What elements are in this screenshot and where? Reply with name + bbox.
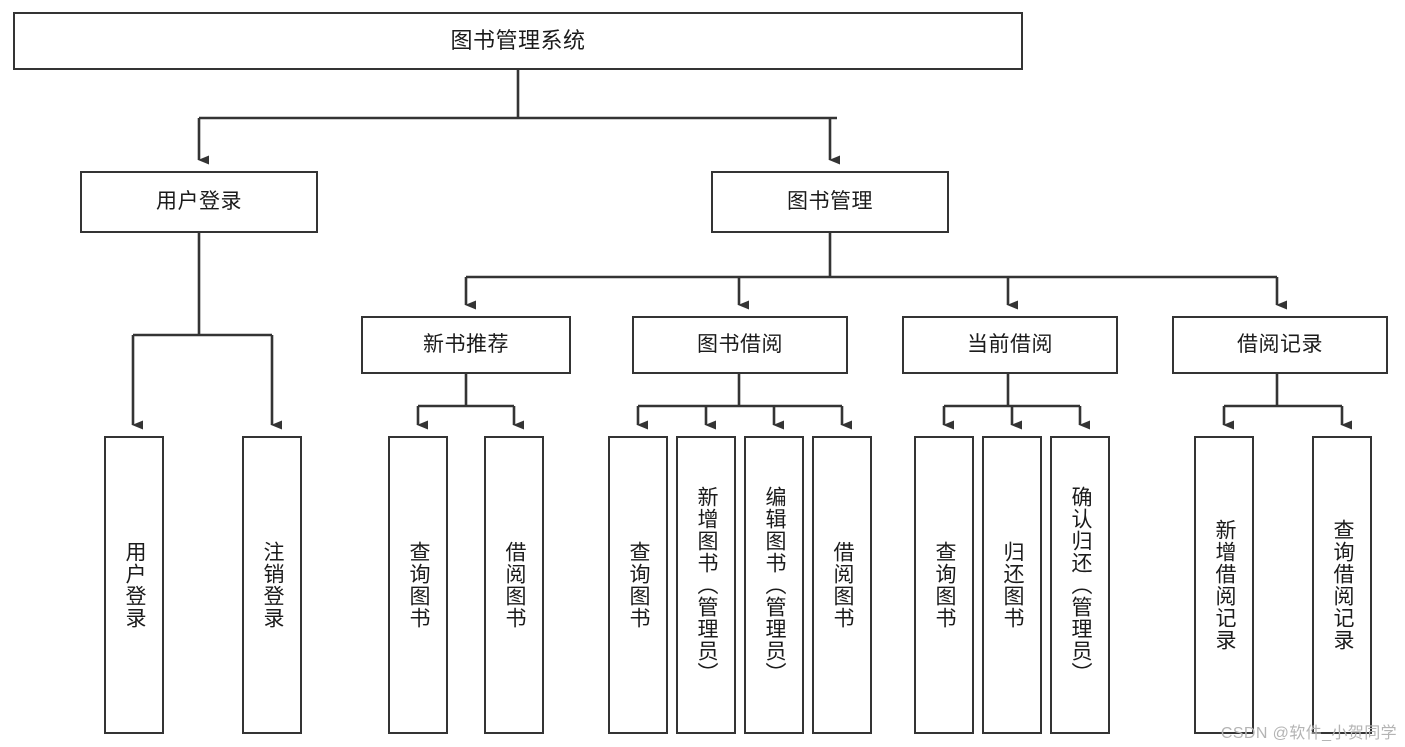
node-book-management[interactable]: 图书管理 — [711, 171, 949, 233]
node-user-login[interactable]: 用户登录 — [80, 171, 318, 233]
node-label: 归还图书 — [1001, 541, 1025, 629]
node-borrow-record[interactable]: 借阅记录 — [1172, 316, 1388, 374]
node-label: 借阅图书 — [831, 541, 855, 629]
leaf-borrow-record-add-record[interactable]: 新增借阅记录 — [1194, 436, 1254, 734]
node-label: 当前借阅 — [967, 332, 1053, 356]
leaf-user-login-login[interactable]: 用户登录 — [104, 436, 164, 734]
leaf-book-borrow-edit-book-admin[interactable]: 编辑图书（管理员） — [744, 436, 804, 734]
node-label: 注销登录 — [261, 541, 285, 629]
leaf-current-borrow-return-book[interactable]: 归还图书 — [982, 436, 1042, 734]
node-label: 图书管理 — [787, 189, 873, 213]
node-label: 用户登录 — [123, 541, 147, 629]
leaf-book-borrow-borrow-book[interactable]: 借阅图书 — [812, 436, 872, 734]
leaf-book-borrow-query-book[interactable]: 查询图书 — [608, 436, 668, 734]
node-label: 查询图书 — [627, 541, 651, 629]
node-label: 图书借阅 — [697, 332, 783, 356]
node-label: 确认归还（管理员） — [1069, 486, 1093, 684]
node-book-management-system[interactable]: 图书管理系统 — [13, 12, 1023, 70]
node-current-borrow[interactable]: 当前借阅 — [902, 316, 1118, 374]
leaf-current-borrow-confirm-return-admin[interactable]: 确认归还（管理员） — [1050, 436, 1110, 734]
watermark-csdn: CSDN @软件_小贺同学 — [1220, 725, 1397, 742]
node-label: 借阅记录 — [1237, 332, 1323, 356]
leaf-book-borrow-add-book-admin[interactable]: 新增图书（管理员） — [676, 436, 736, 734]
node-label: 查询图书 — [407, 541, 431, 629]
node-label: 查询借阅记录 — [1331, 519, 1355, 651]
leaf-user-login-logout[interactable]: 注销登录 — [242, 436, 302, 734]
leaf-new-book-query-book[interactable]: 查询图书 — [388, 436, 448, 734]
node-label: 新增借阅记录 — [1213, 519, 1237, 651]
node-new-book-recommend[interactable]: 新书推荐 — [361, 316, 571, 374]
node-label: 图书管理系统 — [450, 28, 586, 54]
leaf-current-borrow-query-book[interactable]: 查询图书 — [914, 436, 974, 734]
node-label: 借阅图书 — [503, 541, 527, 629]
node-label: 新书推荐 — [423, 332, 509, 356]
leaf-new-book-borrow-book[interactable]: 借阅图书 — [484, 436, 544, 734]
node-label: 新增图书（管理员） — [695, 486, 719, 684]
leaf-borrow-record-query-record[interactable]: 查询借阅记录 — [1312, 436, 1372, 734]
node-book-borrow[interactable]: 图书借阅 — [632, 316, 848, 374]
node-label: 查询图书 — [933, 541, 957, 629]
node-label: 编辑图书（管理员） — [763, 486, 787, 684]
node-label: 用户登录 — [156, 189, 242, 213]
